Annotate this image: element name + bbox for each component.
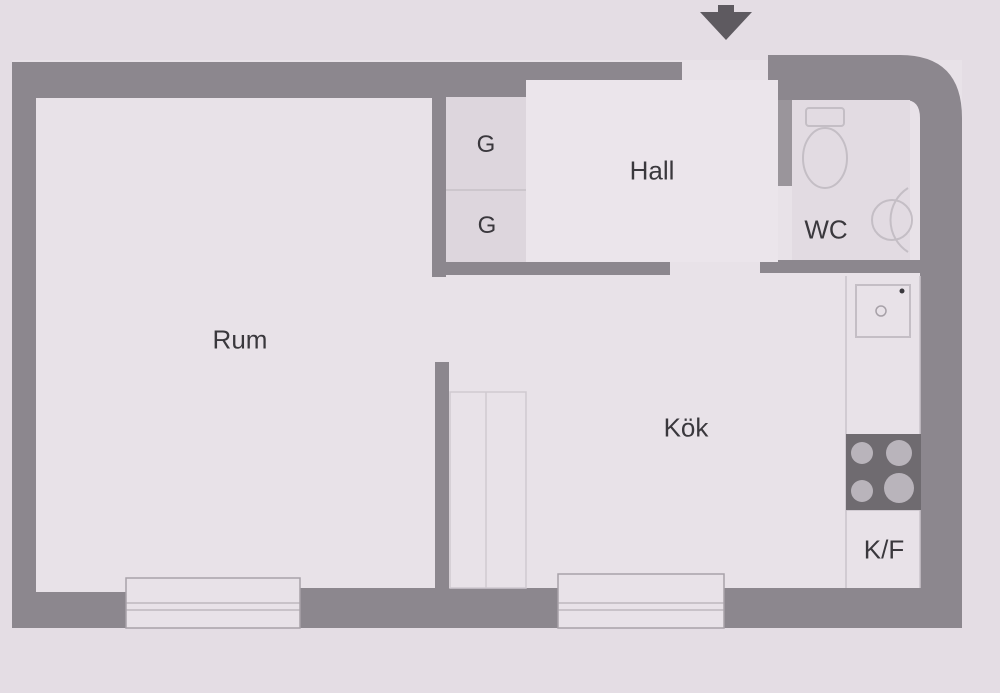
hall-floor: [526, 80, 778, 262]
room-label-hall: Hall: [629, 155, 675, 186]
room-label-kf: K/F: [863, 534, 905, 565]
kitchen-wardrobe: [449, 391, 527, 589]
wall-wc-left: [778, 100, 792, 186]
wall-bottom-3: [724, 588, 962, 628]
room-label-wc: WC: [804, 214, 848, 245]
closet-area: [446, 97, 526, 262]
wall-left: [12, 62, 36, 628]
room-label-garderob-1: G: [476, 131, 496, 158]
window-rum: [125, 577, 301, 629]
entrance-arrow-stem: [718, 5, 734, 15]
wall-rum-upper: [432, 97, 446, 277]
outer-walls: [12, 55, 962, 628]
wall-rum-lower: [435, 362, 449, 588]
sink-icon: [855, 284, 911, 338]
wall-top-right-rounded: [768, 55, 962, 627]
toilet-icon: [802, 107, 848, 189]
interior-walls: [432, 97, 920, 588]
wall-wc-bottom: [760, 260, 920, 273]
wall-bottom-1: [12, 592, 126, 628]
room-label-kok: Kök: [663, 412, 709, 443]
wall-hall-bottom: [432, 262, 670, 275]
stove-icon: [846, 434, 921, 510]
room-label-rum: Rum: [212, 324, 268, 355]
entrance-arrow-icon: [700, 12, 752, 40]
wash-basin-icon: [871, 187, 913, 253]
wall-bottom-2: [300, 588, 558, 628]
window-kok: [557, 573, 725, 629]
room-label-garderob-2: G: [477, 212, 497, 239]
